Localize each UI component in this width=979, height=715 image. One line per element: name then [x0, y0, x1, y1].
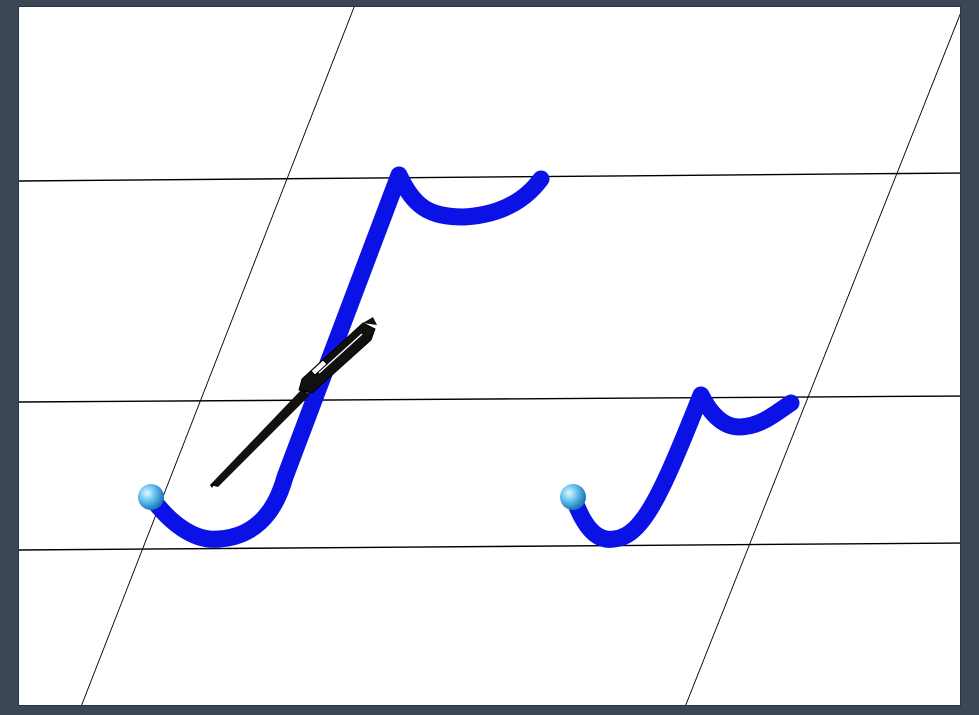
lowercase-letter-glyph [565, 386, 800, 548]
slant-line-right [685, 13, 960, 705]
pen-band [310, 359, 328, 376]
pen-tip [210, 481, 216, 488]
ruling-lines [19, 172, 960, 551]
slant-line-left [81, 7, 355, 705]
lowercase-start-dot [560, 484, 586, 510]
ruling-line-top [19, 172, 960, 182]
lowercase-letter-stroke [565, 386, 800, 548]
ruling-line-middle [19, 395, 960, 403]
pen-body [210, 389, 310, 487]
slant-lines [81, 7, 960, 705]
ruling-line-bottom [19, 542, 960, 551]
uppercase-letter-glyph [142, 166, 550, 548]
uppercase-letter-stem [142, 166, 550, 548]
handwriting-sheet [18, 6, 961, 706]
uppercase-start-dot [138, 484, 164, 510]
pen-clip [363, 317, 377, 325]
pen-icon [210, 317, 377, 488]
pen-highlight [318, 333, 363, 374]
handwriting-canvas [19, 7, 960, 705]
